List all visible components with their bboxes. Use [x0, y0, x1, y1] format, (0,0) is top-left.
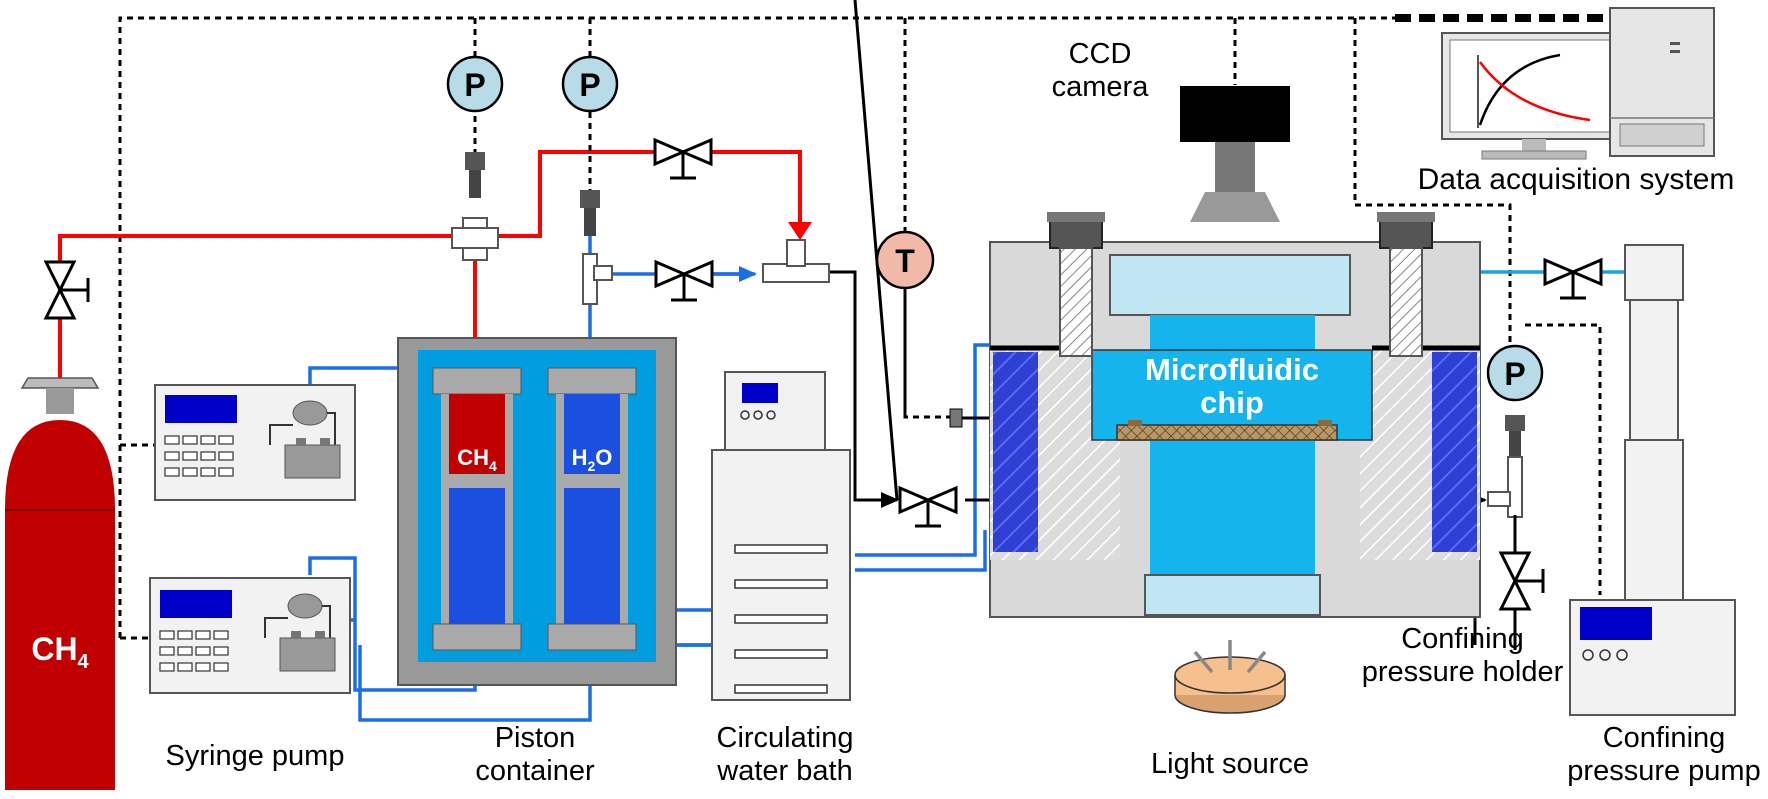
gas-line-arrowhead [788, 222, 812, 240]
cylinder-label: CH4 [31, 631, 89, 673]
tee-fitting-mix [762, 239, 830, 283]
data-acquisition-label: Data acquisition system [1417, 163, 1735, 196]
light-source [1174, 640, 1286, 714]
syringe-pump-label: Syringe pump [165, 740, 345, 772]
cross-fitting [451, 217, 499, 261]
confining-pressure-pump [1569, 244, 1736, 716]
valve-gas-bypass [653, 137, 713, 180]
signal-lines [118, 16, 1602, 640]
valve-gas-cylinder [43, 260, 90, 320]
temperature-symbol: T [895, 243, 915, 279]
pressure-symbol: P [1504, 356, 1525, 392]
methane-fluid-label: CH4 [457, 445, 497, 474]
tee-fitting-water [582, 253, 613, 305]
syringe-pump-1 [154, 384, 356, 501]
data-acquisition-computer [1441, 7, 1715, 160]
confining-pressure-holder [989, 212, 1481, 618]
circulating-water-bath [711, 371, 851, 701]
piston-container: CH4 H2O [397, 337, 677, 686]
valve-inlet [898, 485, 958, 528]
pressure-symbol: P [464, 67, 485, 103]
pressure-gauge-water: P [561, 55, 619, 236]
pressure-gauge-gas: P [446, 55, 504, 198]
pressure-symbol: P [579, 67, 600, 103]
light-source-label: Light source [1151, 748, 1309, 780]
pressure-gauge-outlet: P [1486, 344, 1544, 457]
methane-cylinder: CH4 [5, 320, 115, 790]
ccd-camera [1180, 86, 1290, 222]
valve-confining [1543, 257, 1603, 300]
tee-fitting-outlet [1487, 456, 1523, 518]
valve-outlet [1498, 551, 1545, 611]
water-fluid-label: H2O [572, 445, 613, 474]
valve-water [654, 259, 714, 302]
syringe-pump-2 [149, 577, 351, 694]
